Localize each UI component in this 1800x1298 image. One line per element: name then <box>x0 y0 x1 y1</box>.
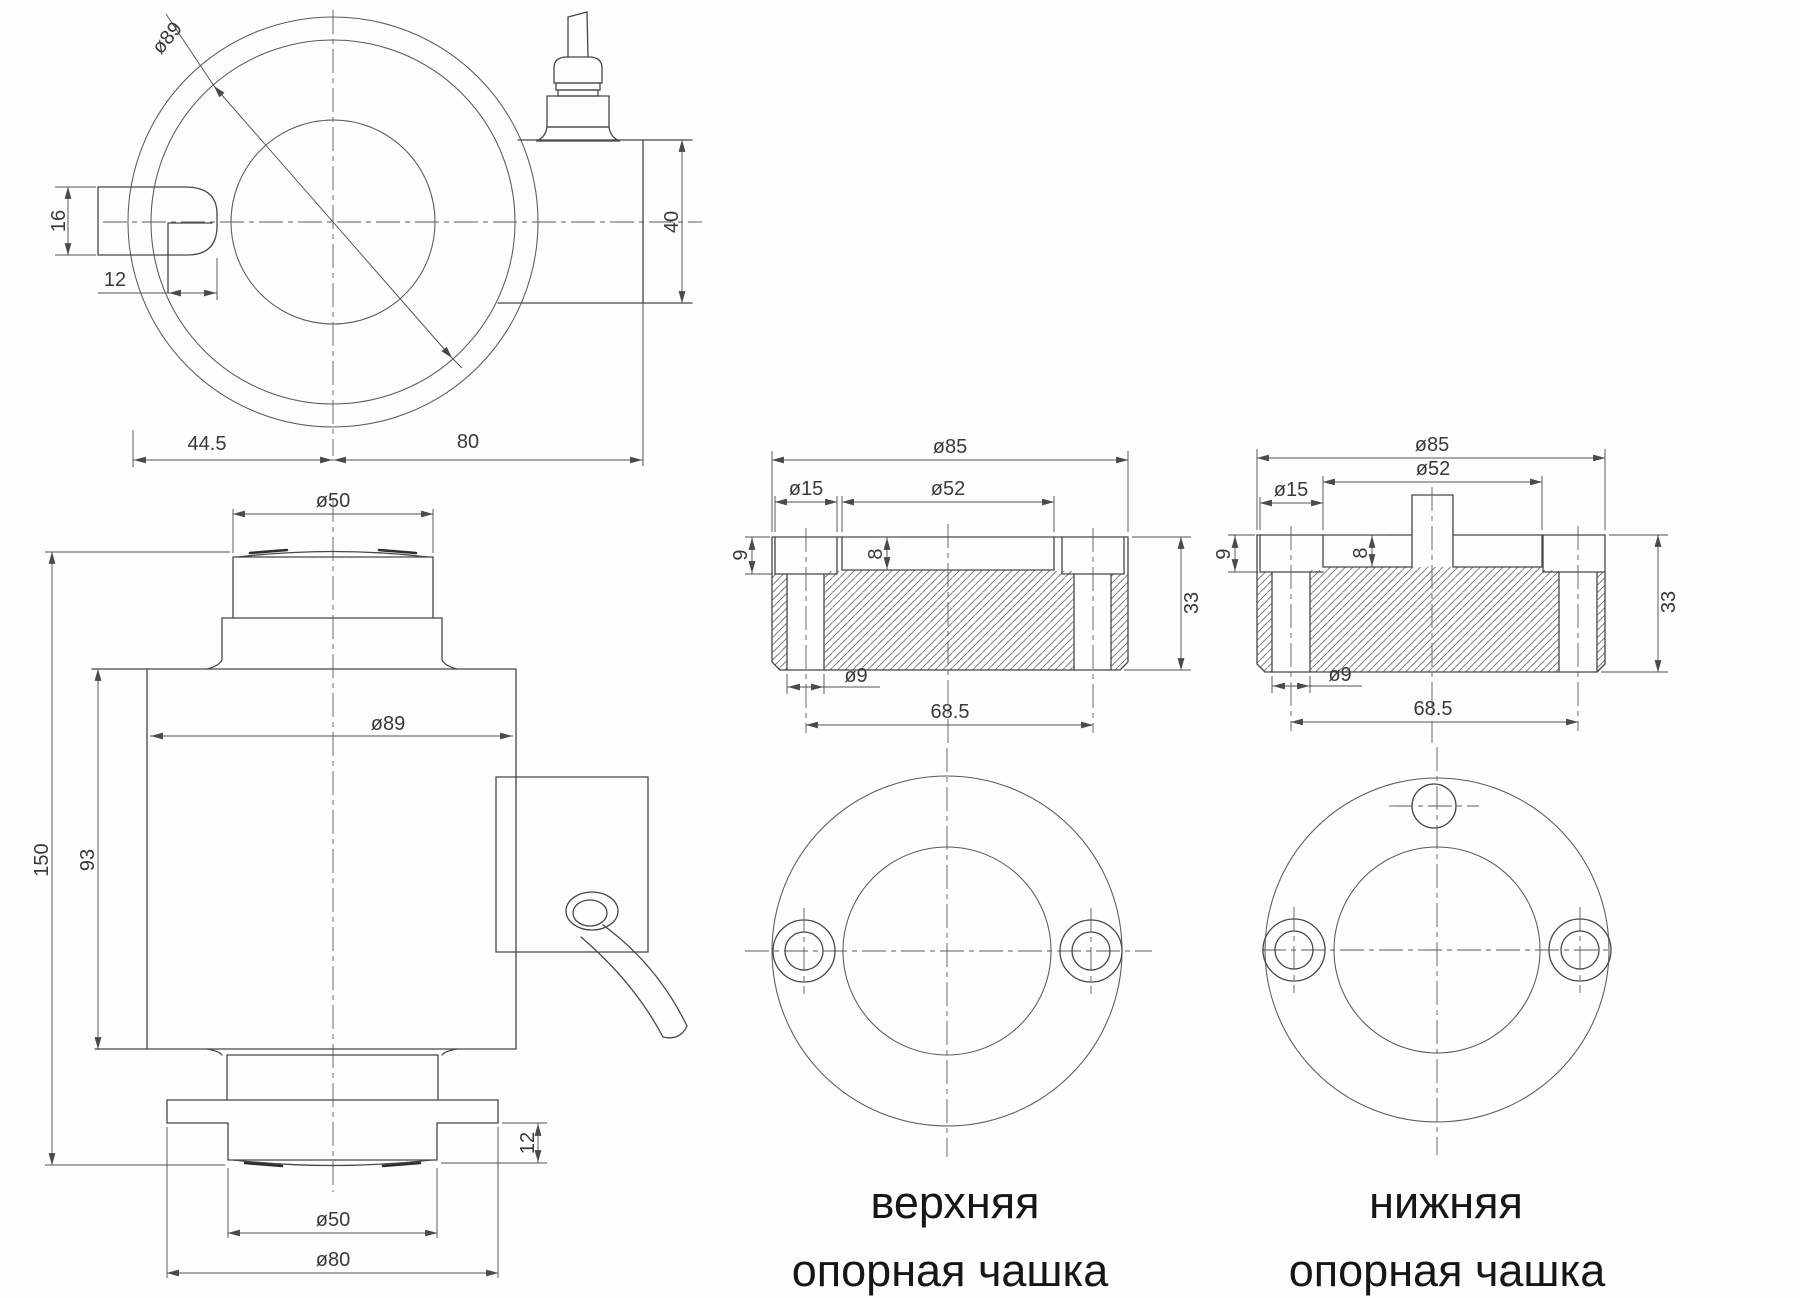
dim-lcup-rim: 9 <box>1213 548 1235 559</box>
dim-right-span: 80 <box>457 431 479 453</box>
upper-cup-section: ø85 ø15 ø52 8 9 33 ø9 <box>730 436 1203 746</box>
dim-ucup-rim: 9 <box>730 549 752 560</box>
upper-cup-caption-line1: верхняя <box>870 1177 1039 1228</box>
lower-cup-caption-line1: нижняя <box>1369 1177 1523 1228</box>
dim-ucup-outer: ø85 <box>933 436 967 458</box>
dim-body-height: 93 <box>77 849 99 871</box>
dim-ucup-spacing: 68.5 <box>931 701 970 723</box>
top-view: ø89 16 12 40 4 <box>48 10 702 467</box>
dim-top-view-diameter: ø89 <box>148 18 187 59</box>
dim-left-span: 44.5 <box>188 433 227 455</box>
dim-lcup-recess: ø52 <box>1416 458 1450 480</box>
dim-ucup-height: 33 <box>1181 592 1203 614</box>
dim-bottom-button: ø50 <box>316 1209 350 1231</box>
dim-top-button: ø50 <box>316 490 350 512</box>
dim-ucup-depth: 8 <box>865 548 887 559</box>
dim-lcup-outer: ø85 <box>1415 434 1449 456</box>
lower-cup-section: ø85 ø52 ø15 8 9 33 ø9 <box>1213 434 1680 743</box>
dim-notch-width: 12 <box>104 269 126 291</box>
dim-ucup-recess: ø52 <box>931 478 965 500</box>
lower-cup-caption-line2: опорная чашка <box>1289 1245 1606 1296</box>
dim-lcup-height: 33 <box>1658 591 1680 613</box>
dim-lcup-depth: 8 <box>1350 547 1372 558</box>
dim-box-height: 40 <box>661 211 683 233</box>
upper-cup-caption-line2: опорная чашка <box>792 1245 1109 1296</box>
dim-flange-lip: 12 <box>517 1132 539 1154</box>
dim-ucup-bore: ø15 <box>789 478 823 500</box>
captions: верхняя опорная чашка нижняя опорная чаш… <box>792 1177 1606 1296</box>
dim-ucup-hole: ø9 <box>844 665 867 687</box>
dim-lcup-hole: ø9 <box>1328 664 1351 686</box>
dim-lcup-spacing: 68.5 <box>1414 698 1453 720</box>
dim-body-dia: ø89 <box>371 713 405 735</box>
dim-notch-height: 16 <box>48 210 70 232</box>
dim-lcup-bore: ø15 <box>1274 479 1308 501</box>
upper-cup-bottom-view <box>745 748 1152 1157</box>
lower-cup-bottom-view <box>1262 747 1612 1155</box>
side-view: ø50 ø89 <box>31 490 688 1278</box>
dim-base-dia: ø80 <box>316 1249 350 1271</box>
dim-total-height: 150 <box>31 843 53 876</box>
